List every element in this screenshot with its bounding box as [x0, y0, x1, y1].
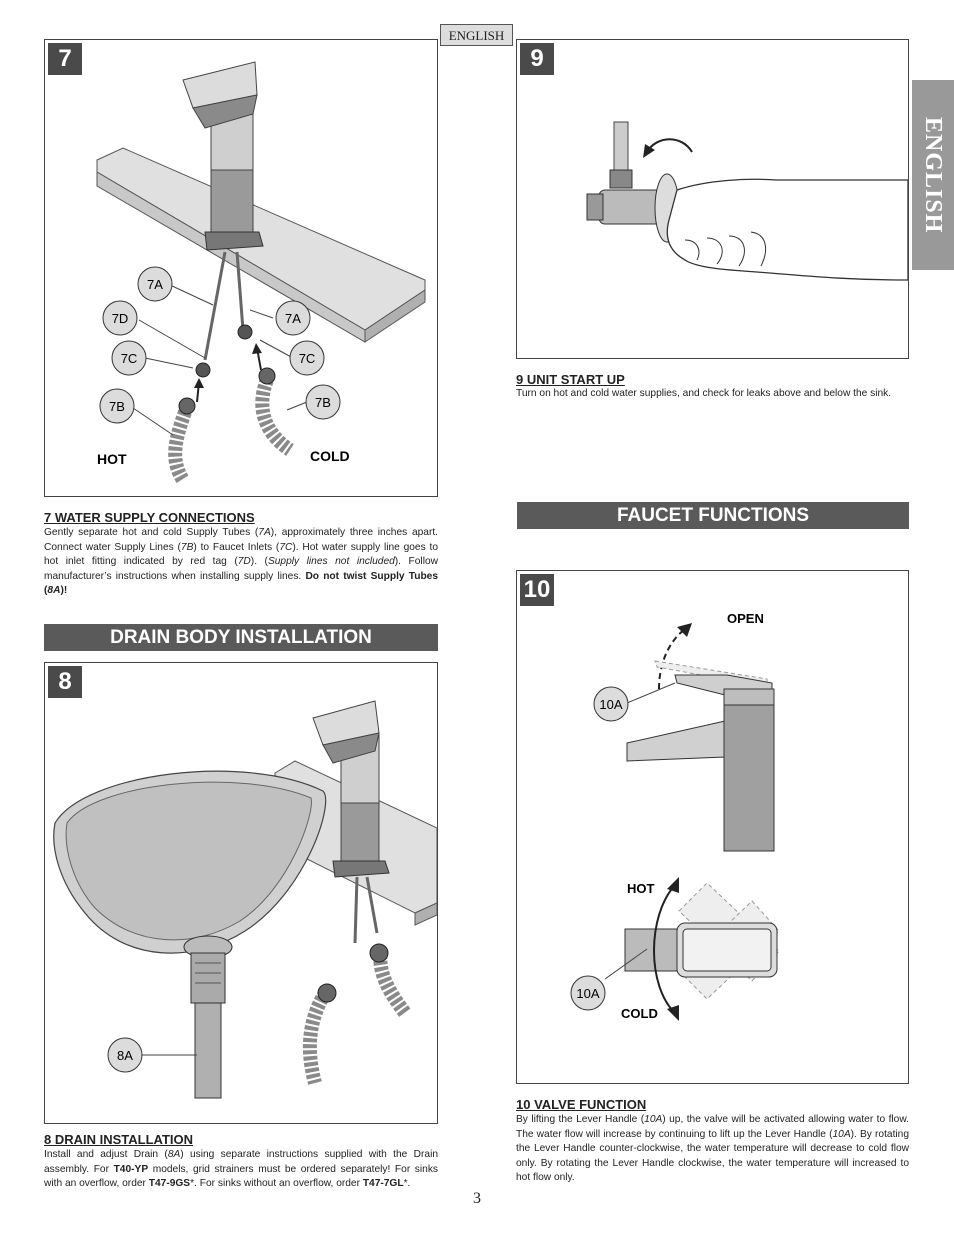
step-9-number: 9	[520, 43, 554, 75]
step-8-number: 8	[48, 666, 82, 698]
drain-illustration: 8A	[53, 700, 438, 1099]
step-10-heading: 10 VALVE FUNCTION	[516, 1097, 647, 1112]
hot-label: HOT	[97, 451, 127, 467]
page-number: 3	[473, 1190, 481, 1207]
step-10-number: 10	[520, 574, 554, 606]
step-8-figure: 8 8A	[44, 662, 438, 1124]
water-supply-illustration: 7A 7D 7C 7B 7A 7C 7B HOT COLD	[96, 61, 426, 484]
cold-label: COLD	[310, 448, 350, 464]
step-10-text: By lifting the Lever Handle (10A) up, th…	[516, 1114, 909, 1184]
callout-10a-bottom: 10A	[576, 986, 599, 1001]
callout-7c-left: 7C	[121, 351, 138, 366]
callout-7b-right: 7B	[315, 395, 331, 410]
language-side-tab: ENGLISH	[912, 80, 954, 270]
step-9-text: Turn on hot and cold water supplies, and…	[516, 388, 892, 399]
valve-function-illustration: 10A OPEN HOT COLD 10A	[570, 611, 780, 1021]
step-7-number: 7	[48, 43, 82, 75]
callout-7c-right: 7C	[299, 351, 316, 366]
faucet-functions-banner: FAUCET FUNCTIONS	[517, 502, 909, 529]
callout-8a: 8A	[117, 1048, 133, 1063]
open-label: OPEN	[727, 611, 764, 626]
callout-7a-left: 7A	[147, 277, 163, 292]
step-8-heading: 8 DRAIN INSTALLATION	[44, 1132, 194, 1147]
callout-7a-right: 7A	[285, 311, 301, 326]
step-7-heading: 7 WATER SUPPLY CONNECTIONS	[44, 510, 255, 525]
step-10-figure: 10 10A OPEN HOT COLD 10A	[516, 570, 909, 1084]
step-9-figure: 9	[516, 39, 909, 359]
drain-body-installation-banner: DRAIN BODY INSTALLATION	[44, 624, 438, 651]
language-tag: ENGLISH	[440, 24, 513, 46]
hot-rotation-label: HOT	[627, 881, 655, 896]
valve-hand-illustration	[586, 121, 909, 281]
callout-7d: 7D	[112, 311, 129, 326]
step-9-heading: 9 UNIT START UP	[516, 372, 625, 387]
callout-7b-left: 7B	[109, 399, 125, 414]
cold-rotation-label: COLD	[621, 1006, 658, 1021]
callout-10a-top: 10A	[599, 697, 622, 712]
step-8-text: Install and adjust Drain (8A) using sepa…	[44, 1149, 439, 1190]
step-7-figure: 7	[44, 39, 438, 497]
step-7-text: Gently separate hot and cold Supply Tube…	[44, 527, 438, 597]
